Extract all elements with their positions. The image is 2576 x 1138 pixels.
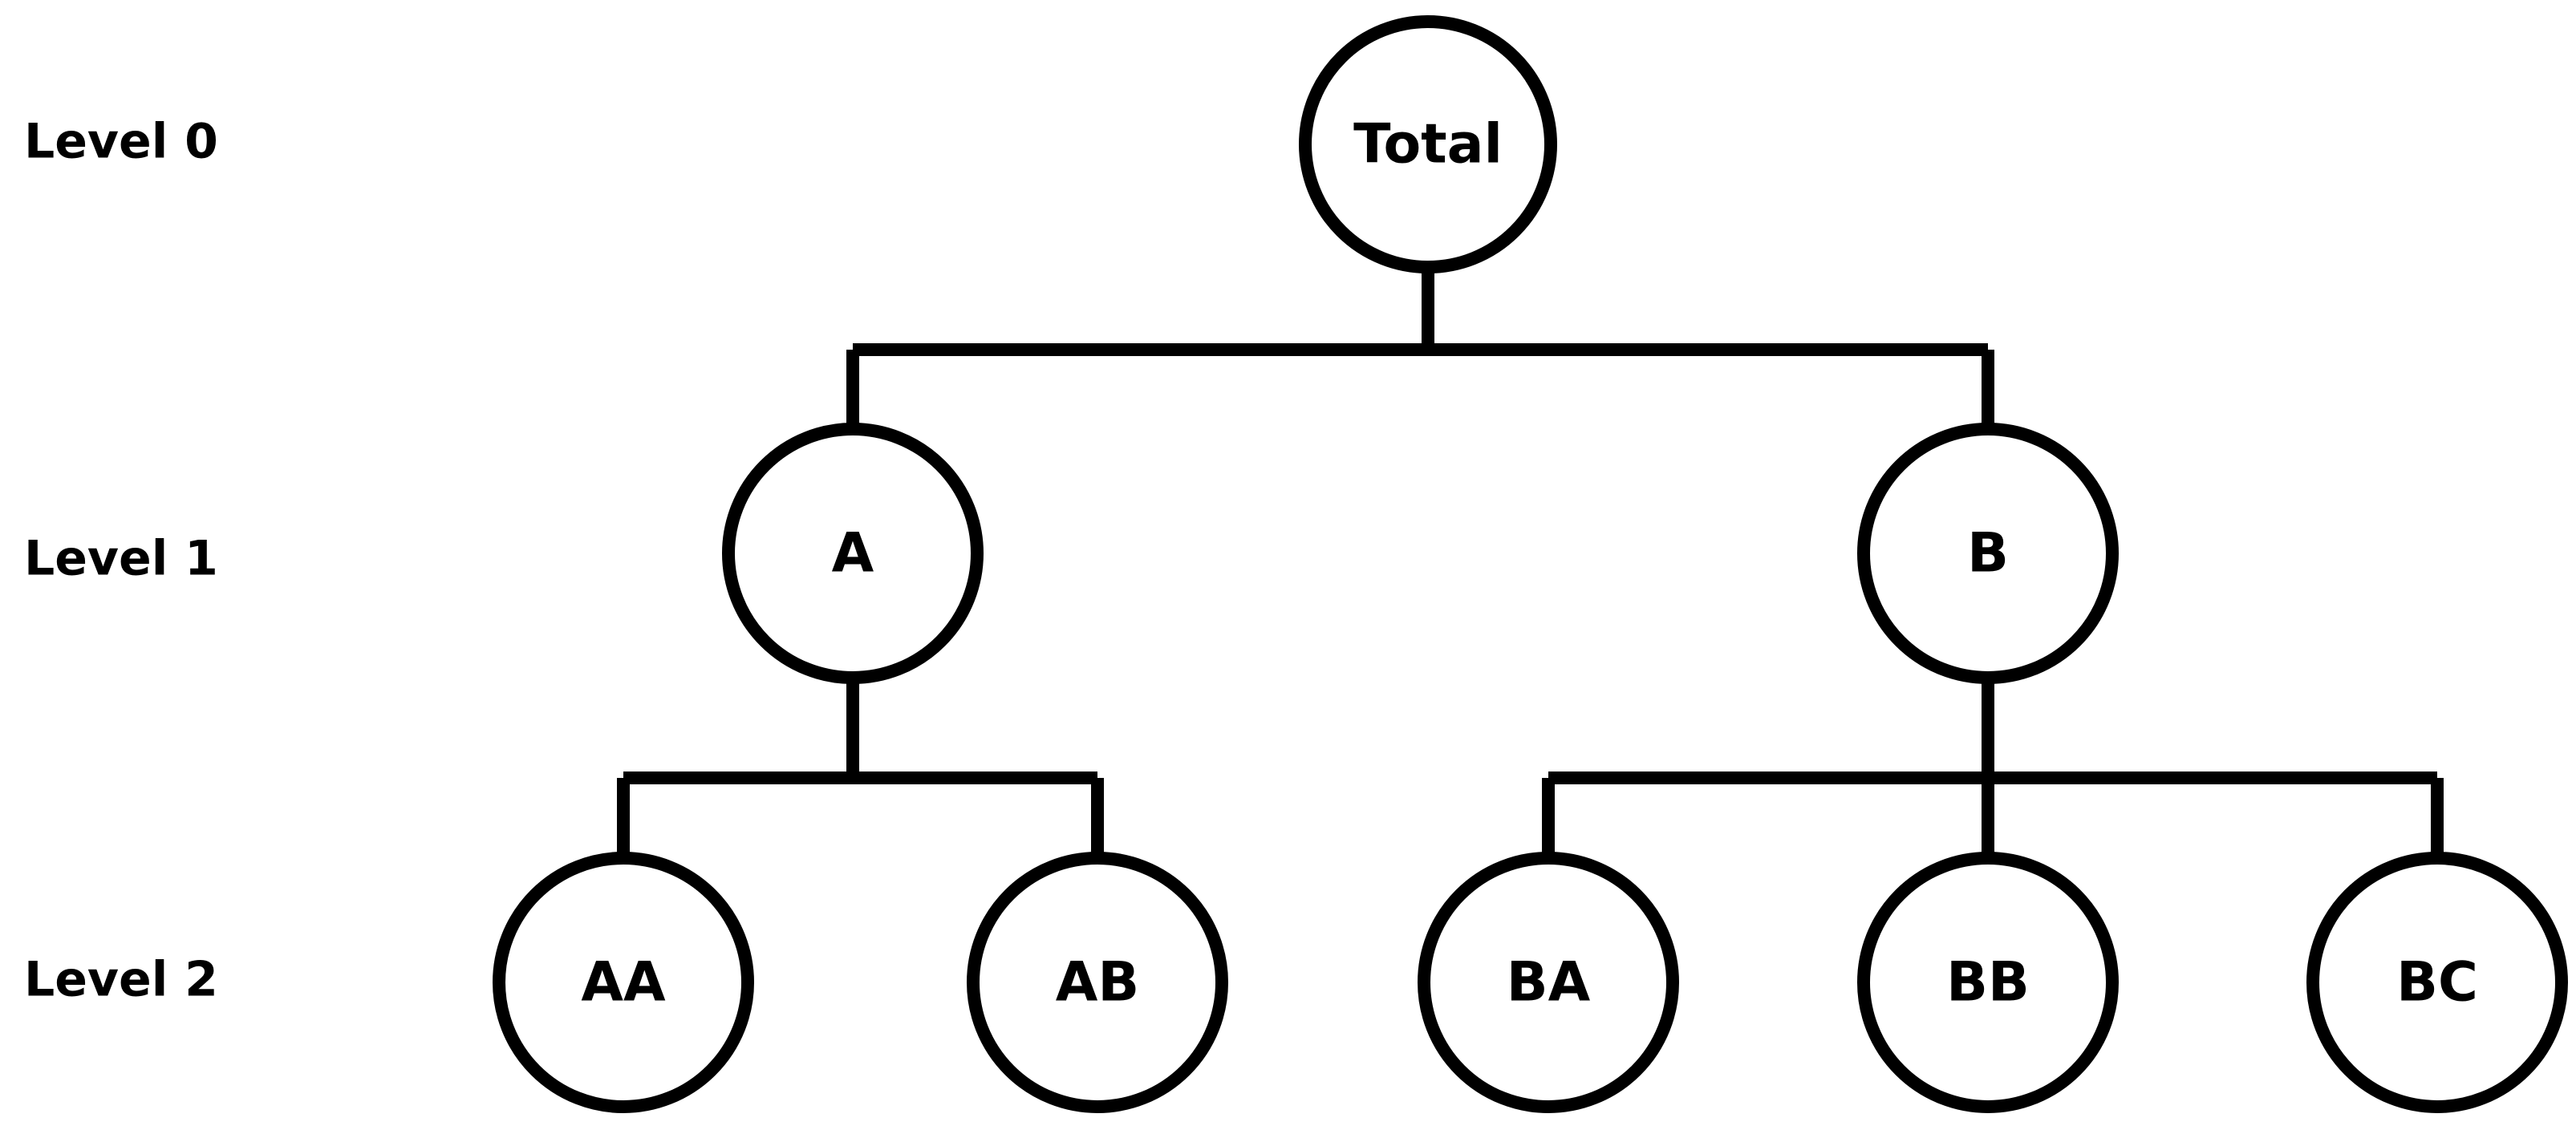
node-circle-aa[interactable] bbox=[493, 852, 754, 1113]
node-circle-total[interactable] bbox=[1299, 15, 1557, 273]
node-label-ab: AB bbox=[1056, 951, 1139, 1014]
connector-a-to-level2 bbox=[617, 678, 1104, 865]
tree-node-a[interactable]: A bbox=[722, 423, 984, 684]
node-label-total: Total bbox=[1353, 113, 1503, 176]
tree-node-aa[interactable]: AA bbox=[493, 852, 754, 1113]
tree-node-b[interactable]: B bbox=[1857, 423, 2119, 684]
node-label-aa: AA bbox=[581, 951, 666, 1014]
node-circle-a[interactable] bbox=[722, 423, 984, 684]
tree-node-ba[interactable]: BA bbox=[1418, 852, 1679, 1113]
node-label-ba: BA bbox=[1507, 951, 1591, 1014]
node-label-bb: BB bbox=[1946, 951, 2030, 1014]
node-circle-bc[interactable] bbox=[2306, 852, 2568, 1113]
tree-node-bb[interactable]: BB bbox=[1857, 852, 2119, 1113]
level-labels-group: Level 0 Level 1 Level 2 bbox=[24, 114, 218, 1008]
level-label-0: Level 0 bbox=[24, 114, 218, 170]
node-circle-b[interactable] bbox=[1857, 423, 2119, 684]
level-label-1: Level 1 bbox=[24, 531, 218, 587]
node-circle-bb[interactable] bbox=[1857, 852, 2119, 1113]
node-circle-ab[interactable] bbox=[967, 852, 1228, 1113]
node-circle-ba[interactable] bbox=[1418, 852, 1679, 1113]
tree-node-ab[interactable]: AB bbox=[967, 852, 1228, 1113]
connector-b-to-level2 bbox=[1542, 678, 2444, 865]
node-label-a: A bbox=[832, 522, 874, 585]
connector-total-to-level1 bbox=[846, 267, 1994, 433]
tree-node-total[interactable]: Total bbox=[1299, 15, 1557, 273]
level-label-2: Level 2 bbox=[24, 952, 218, 1008]
node-label-b: B bbox=[1967, 522, 2009, 585]
node-label-bc: BC bbox=[2396, 951, 2478, 1014]
tree-node-bc[interactable]: BC bbox=[2306, 852, 2568, 1113]
